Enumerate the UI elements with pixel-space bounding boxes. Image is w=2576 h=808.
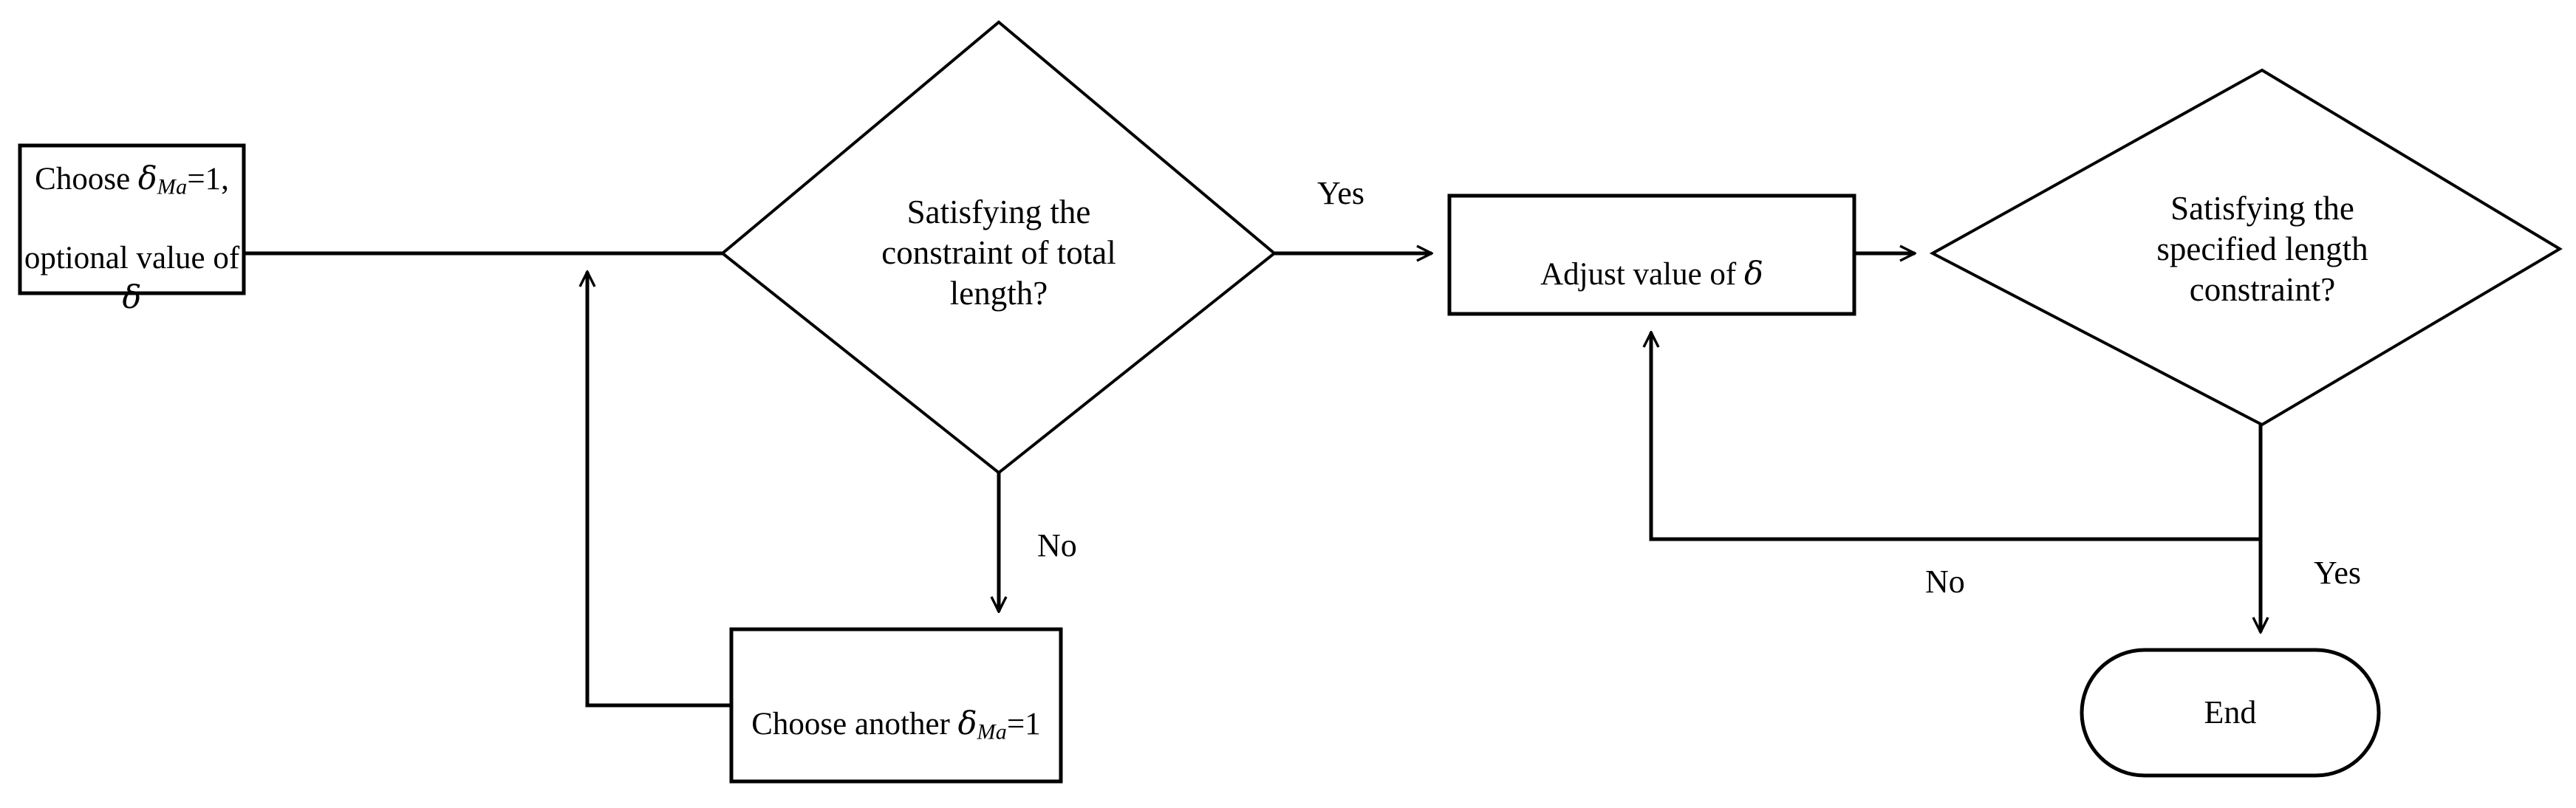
adjust-delta-box-shape bbox=[1447, 194, 1856, 316]
choose-another-box-shape bbox=[729, 627, 1063, 784]
start-box-shape bbox=[18, 143, 246, 295]
decision-total-length-shape bbox=[720, 20, 1277, 475]
edge-decision2-no-to-adjust bbox=[1651, 332, 2261, 541]
end-terminator-shape bbox=[2080, 648, 2381, 778]
edge-choose-another-loopback bbox=[587, 272, 731, 708]
decision-specified-length-shape bbox=[1929, 68, 2563, 427]
